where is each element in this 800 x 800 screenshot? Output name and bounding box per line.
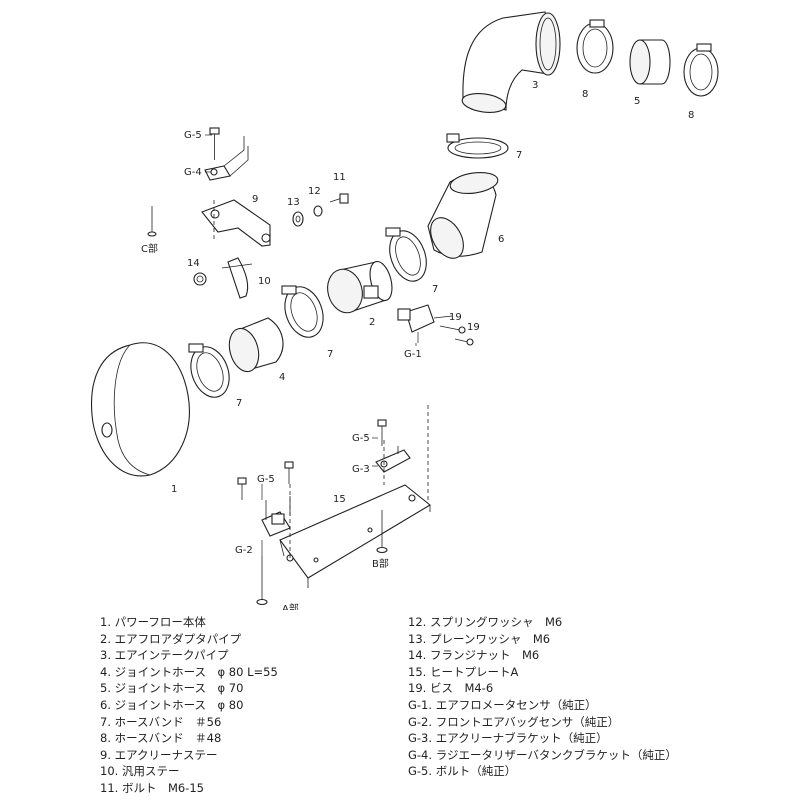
part-15-heat-plate-a (279, 484, 431, 588)
legend-item-g2: G-2. フロントエアバッグセンサ（純正） (408, 714, 620, 729)
legend-item-14: 14. フランジナット M6 (408, 648, 540, 663)
part-10-universal-stay (221, 257, 253, 299)
sections-a-b-guides (256, 405, 429, 606)
exploded-parts-diagram: 1 2 3 4 5 6 7 7 7 7 8 8 9 10 11 12 13 14… (90, 11, 719, 610)
part-3-intake-pipe (461, 11, 561, 113)
legend-item-2: 2. エアフロアダプタパイプ (100, 631, 242, 646)
legend-item-3: 3. エアインテークパイプ (100, 648, 229, 663)
legend-item-5: 5. ジョイントホース φ 70 (100, 681, 244, 696)
callout-g5-lower: G-5 (257, 474, 275, 485)
part-7-hose-band-right (385, 227, 427, 282)
callout-13: 13 (287, 197, 300, 208)
legend-item-g3: G-3. エアクリーナブラケット（純正） (408, 731, 608, 746)
callout-5: 5 (634, 96, 640, 107)
legend-item-11: 11. ボルト M6-15 (100, 780, 204, 795)
part-9-air-cleaner-stay (201, 199, 271, 247)
part-1-power-flow-body (90, 342, 190, 477)
legend-item-1: 1. パワーフロー本体 (100, 615, 206, 629)
part-19-screws (433, 315, 474, 346)
callout-2: 2 (369, 317, 375, 328)
legend-item-9: 9. エアクリーナステー (100, 747, 218, 762)
callout-19-upper: 19 (449, 312, 462, 323)
section-c-detail (147, 200, 215, 240)
part-11-bolt (329, 193, 349, 204)
part-g5-bolt-upper (209, 127, 220, 160)
callout-8-left: 8 (582, 89, 588, 100)
leader-lines (205, 134, 417, 556)
part-12-spring-washer (313, 205, 323, 217)
callout-19-lower: 19 (467, 322, 480, 333)
legend-item-15: 15. ヒートプレートA (408, 664, 519, 679)
part-7-hose-band-middle (281, 285, 324, 338)
legend-item-g5: G-5. ボルト（純正） (408, 764, 517, 779)
callout-1: 1 (171, 484, 177, 495)
legend-item-7: 7. ホースバンド ＃56 (100, 714, 222, 729)
part-6-joint-hose-80 (427, 171, 499, 259)
legend-item-10: 10. 汎用ステー (100, 764, 180, 779)
legend-item-12: 12. スプリングワッシャ M6 (408, 615, 563, 629)
legend-item-g4: G-4. ラジエータリザーバタンクブラケット（純正） (408, 747, 677, 762)
legend-item-g1: G-1. エアフロメータセンサ（純正） (408, 697, 597, 712)
parts-legend-left: 1. パワーフロー本体 2. エアフロアダプタパイプ 3. エアインテークパイプ… (100, 614, 278, 797)
part-g1-airflow-sensor (397, 304, 435, 343)
part-5-joint-hose-70 (629, 39, 671, 85)
part-13-plain-washer (292, 211, 304, 227)
legend-item-4: 4. ジョイントホース φ 80 L=55 (100, 664, 278, 679)
callout-7-left: 7 (236, 398, 242, 409)
legend-item-8: 8. ホースバンド ＃48 (100, 731, 222, 746)
part-g3-air-cleaner-bracket (375, 446, 411, 473)
callout-g5-right: G-5 (352, 433, 370, 444)
callout-11: 11 (333, 172, 346, 183)
legend-item-6: 6. ジョイントホース φ 80 (100, 697, 244, 712)
callout-g1: G-1 (404, 349, 422, 360)
section-label-b: B部 (372, 557, 389, 570)
callout-g4: G-4 (184, 167, 202, 178)
callout-g5-upper: G-5 (184, 130, 202, 141)
callout-14: 14 (187, 258, 200, 269)
legend-item-19: 19. ビス M4-6 (408, 681, 494, 696)
callout-7-right: 7 (432, 284, 438, 295)
callout-g3: G-3 (352, 464, 370, 475)
part-g2-airbag-sensor (261, 496, 291, 537)
part-7-hose-band-upper (446, 133, 509, 159)
callout-4: 4 (279, 372, 285, 383)
callout-10: 10 (258, 276, 271, 287)
callout-3: 3 (532, 80, 538, 91)
part-14-flange-nut (193, 272, 207, 286)
part-8-hose-band-b (683, 43, 719, 97)
callout-7-middle: 7 (327, 349, 333, 360)
section-label-a: A部 (282, 602, 299, 610)
parts-legend-right: 12. スプリングワッシャ M6 13. プレーンワッシャ M6 14. フラン… (408, 614, 677, 780)
callout-7-upper: 7 (516, 150, 522, 161)
part-7-hose-band-left (188, 343, 230, 398)
callout-15: 15 (333, 494, 346, 505)
callout-12: 12 (308, 186, 321, 197)
section-label-c: C部 (141, 242, 158, 255)
part-g5-bolts-lower (237, 419, 387, 500)
legend-item-13: 13. プレーンワッシャ M6 (408, 631, 551, 646)
part-8-hose-band-a (576, 19, 614, 74)
callout-6: 6 (498, 234, 504, 245)
part-2-airflow-adapter (327, 260, 393, 314)
callout-g2: G-2 (235, 545, 253, 556)
part-g4-reservoir-bracket (204, 136, 249, 181)
part-4-joint-hose-80-l55 (228, 317, 284, 373)
callout-8-right: 8 (688, 110, 694, 121)
callout-labels: 1 2 3 4 5 6 7 7 7 7 8 8 9 10 11 12 13 14… (141, 80, 694, 610)
callout-9: 9 (252, 194, 258, 205)
